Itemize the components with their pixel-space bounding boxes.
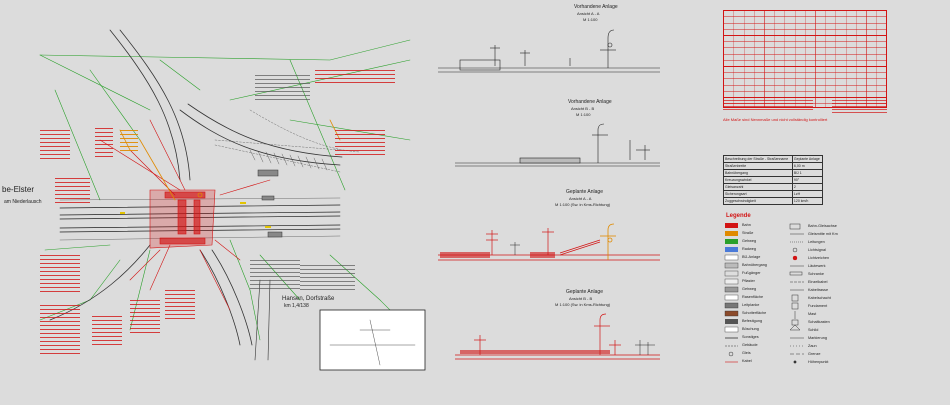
legend-item: Böschung [742,327,759,331]
view-a-planned-subtitle: Ansicht A - A [569,196,592,201]
legend-item: Schotterfläche [742,311,767,315]
info-table: Beschreibung der Straße - Straßenname Ge… [723,155,824,205]
red-annotation-block [165,290,195,320]
legend-item: BÜ-Anlage [742,255,761,259]
info-table-header-cell: Geplante Anlage [791,155,824,163]
info-table-cell: Zuggeschwindigkeit [723,197,793,205]
legend-item: Kabelschacht [808,296,831,300]
red-annotation-block [40,305,80,355]
view-b-planned-scale: M 1:100 (Sw. in Kms-Richtung) [555,302,611,307]
legend-symbols [724,223,804,364]
legend-item: Bahnübergang [742,263,767,267]
legend-item: Gleis [742,351,751,355]
legend-item: Lichtzeichen [808,256,830,260]
legend-item: Fundament [808,304,828,308]
view-a-top-title: Vorhandene Anlage [574,4,618,10]
dark-annotation-block [300,265,355,290]
info-table-cell: 120 km/h [791,197,824,205]
legend-item: Gehweg [742,239,757,243]
legend-item: Schaltkasten [808,320,830,324]
view-a-planned-title: Geplante Anlage [566,189,603,195]
red-annotation-block [92,316,122,348]
legend-item: Mast [808,312,817,316]
red-table [723,10,887,108]
info-table-cell: Bahnübergang [723,169,793,177]
legend-item: Einzelkabel [808,280,828,284]
legend-item: Gebäude [742,343,758,347]
legend-item: Schranke [808,272,825,276]
legend-item: Bahn-Gleisachse [808,224,837,228]
legend-item: Bahn [742,223,751,227]
info-table-header-cell: Beschreibung der Straße - Straßenname [723,155,793,163]
dark-annotation-block [250,260,300,290]
legend-item: Rasenfläche [742,295,764,299]
red-annotation-block [40,130,70,160]
red-annotation-block [315,70,395,86]
legend-item: Markierung [808,336,827,340]
red-annotation-block [335,130,385,155]
info-table-cell: 6,00 m [791,162,824,170]
view-a-top-subtitle: Ansicht A - A [577,11,600,16]
legend-item: Lichtsignal [808,248,826,252]
legend-item: Sonstiges [742,335,759,339]
legend-item: Radweg [742,247,756,251]
view-a-top-scale: M 1:100 [583,17,598,22]
dark-annotation-block [255,75,310,100]
info-table-cell: BÜ 1 [791,169,824,177]
legend-item: Läutewerk [808,264,826,268]
legend-item: Befestigung [742,319,763,323]
legend-item: Leitplanke [742,303,760,307]
legend-item: Kabel [742,359,752,363]
legend-item: Schild [808,328,819,332]
view-a-planned-scale: M 1:100 (Sw. in Kms-Richtung) [555,202,611,207]
bottom-road-label: Hansen, Dorfstraße [282,296,335,302]
legend-item: Zaun [808,344,817,348]
info-table-cell: 2 [791,183,824,191]
info-table-cell: LzH [791,190,824,198]
red-annotation-block [95,128,113,158]
red-table-note: Alle Maße sind Nennmaße und nicht vollst… [723,117,828,122]
bottom-road-sub: km 1,4/138 [284,303,309,309]
view-b-top-title: Vorhandene Anlage [568,99,612,105]
info-table-cell: Kreuzungswinkel [723,176,793,184]
red-annotation-block [130,300,160,335]
info-table-cell: Gleisanzahl [723,183,793,191]
place-sub-label: am Niederlausch [4,199,42,205]
elevation-views [438,29,660,360]
legend-item: Gleismitte mit Km [808,232,838,236]
legend-item: Pflaster [742,279,755,283]
legend-item: Gehweg [742,287,757,291]
view-b-planned-title: Geplante Anlage [566,289,603,295]
legend-item: Grenze [808,352,821,356]
legend-item: Straße [742,231,754,235]
legend-item: Kabeltrasse [808,288,829,292]
red-note-block [832,100,887,114]
info-table-cell: 90° [791,176,824,184]
view-b-planned-subtitle: Ansicht B - B [569,296,593,301]
red-annotation-block [40,255,80,295]
red-annotation-block [55,178,90,203]
info-table-cell: Sicherungsart [723,190,793,198]
legend-item: Fußgänger [742,271,761,275]
red-annotation-block [120,130,138,152]
place-label: be-Elster [2,185,35,194]
red-note-block [723,100,813,112]
legend-title: Legende [726,213,751,219]
view-b-top-subtitle: Ansicht B - B [571,106,595,111]
view-b-top-scale: M 1:100 [576,112,591,117]
legend-item: Leitungen [808,240,825,244]
info-table-cell: Straßenbreite [723,162,793,170]
legend-item: Höhenpunkt [808,360,829,364]
